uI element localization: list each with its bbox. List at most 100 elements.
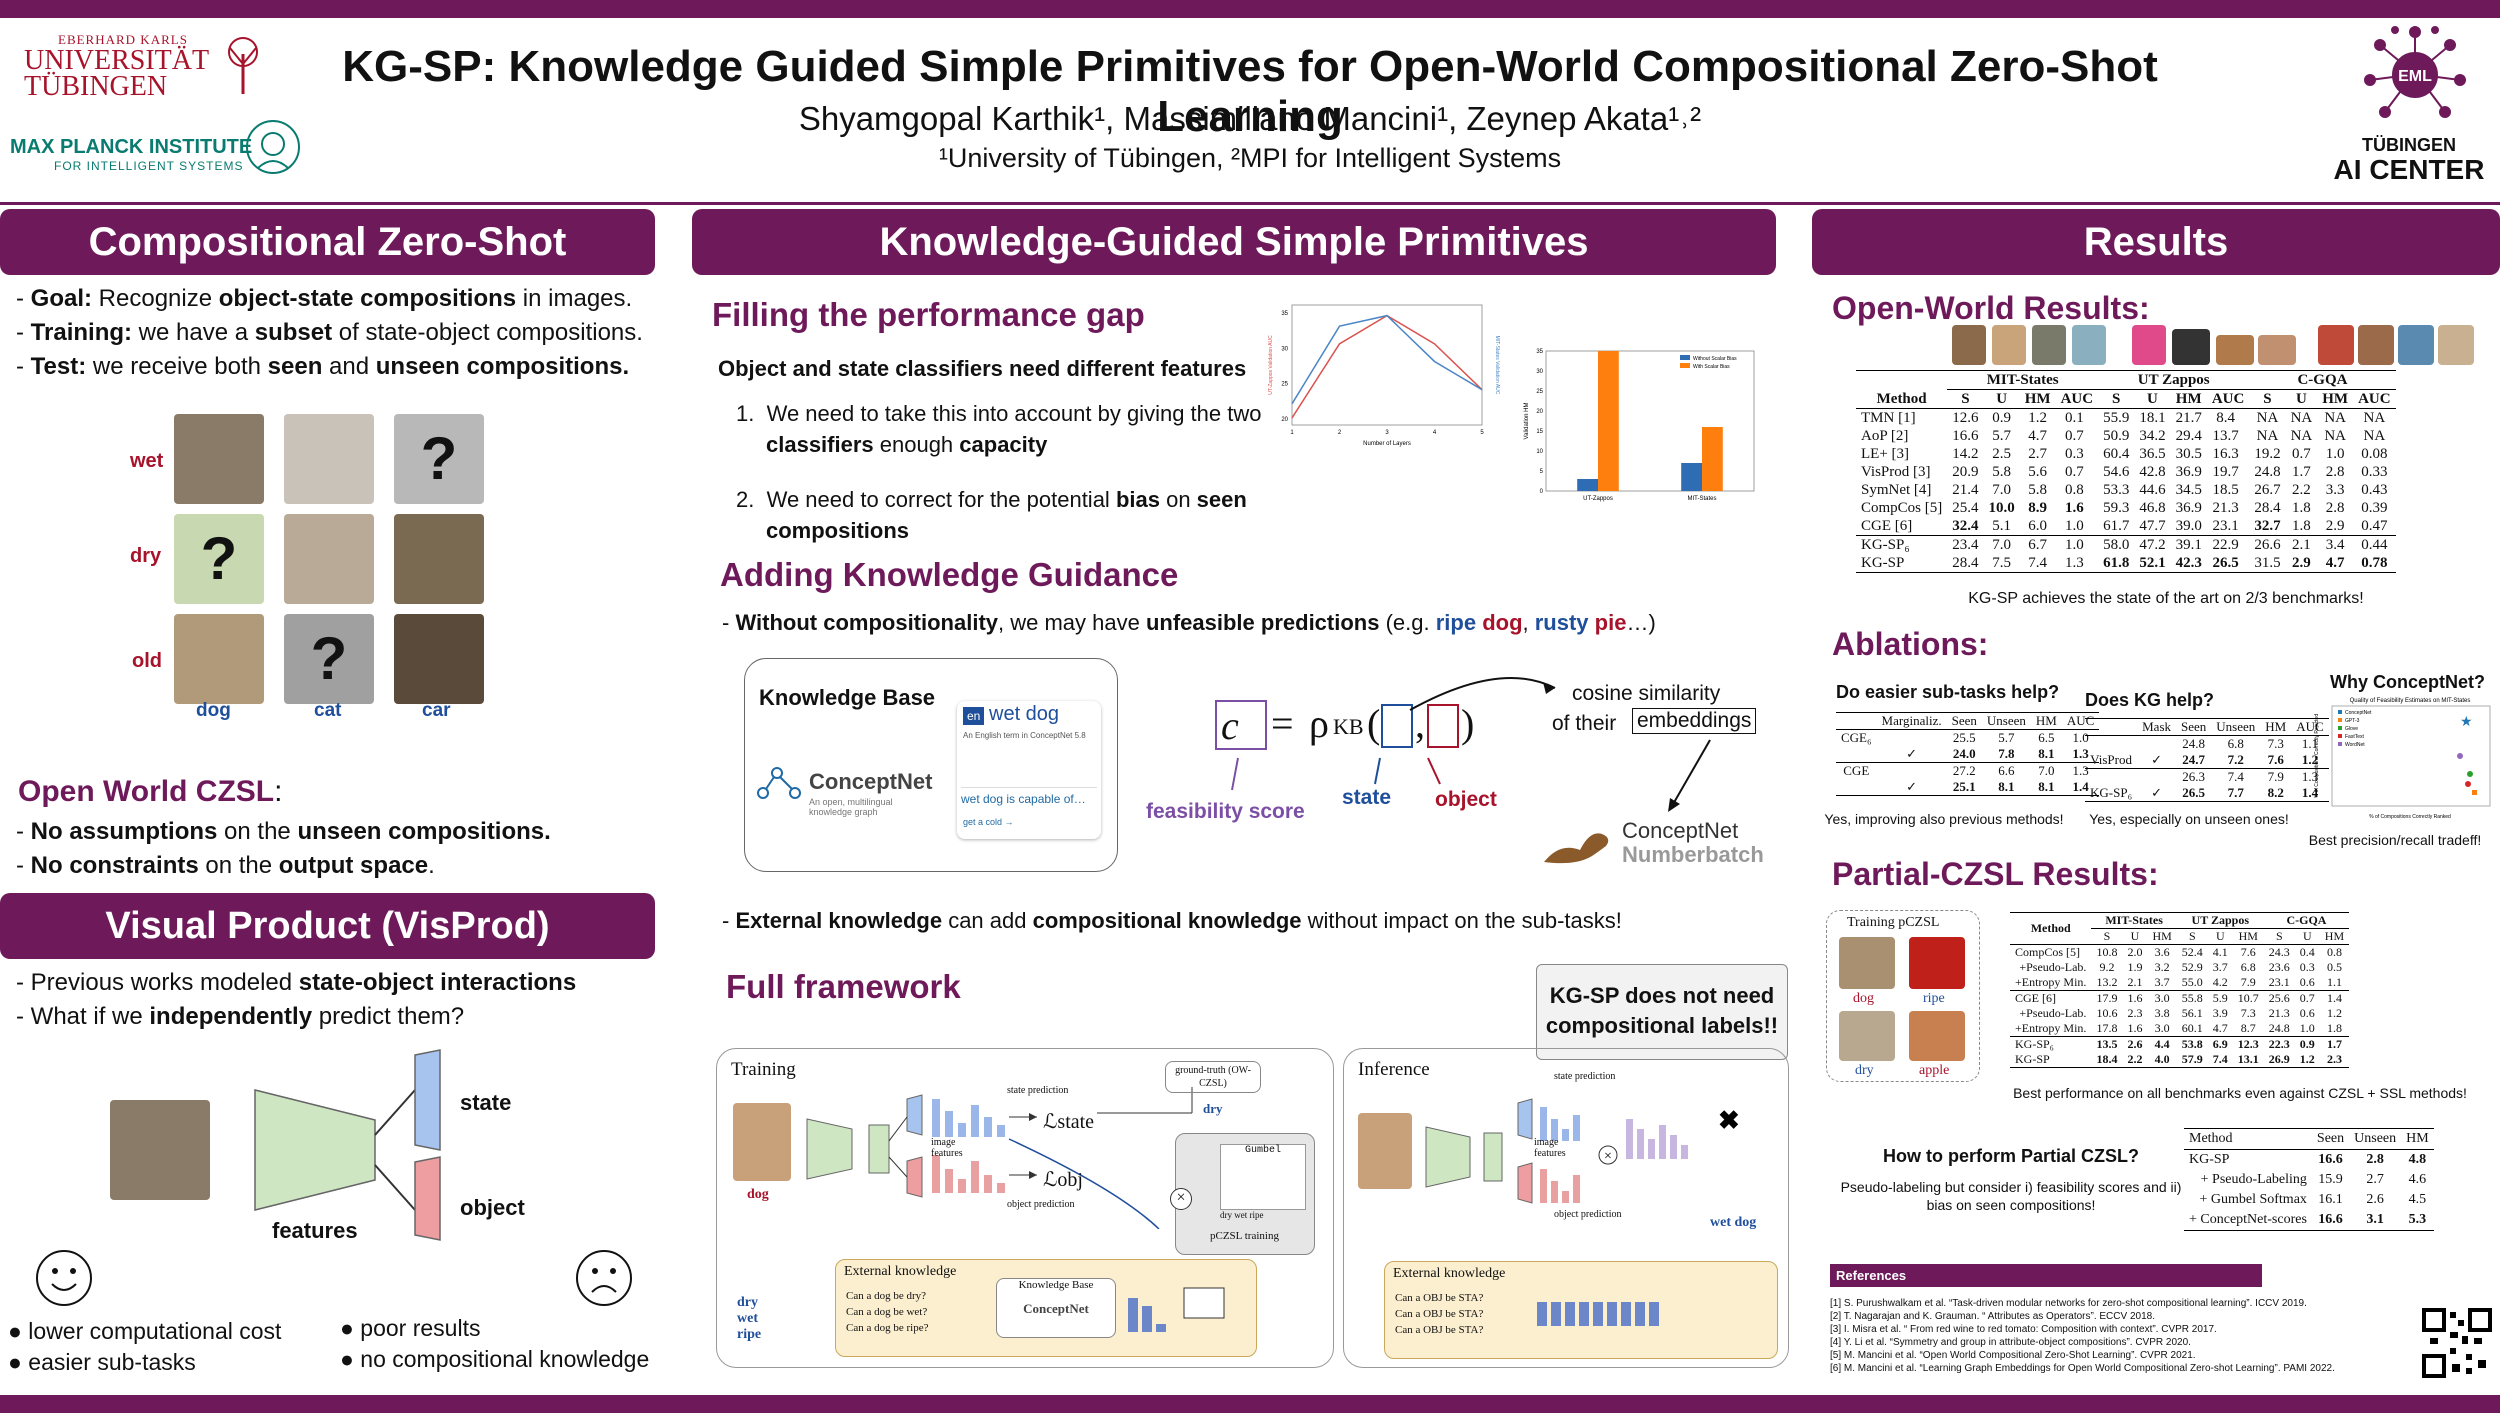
table-cell: 24.8 xyxy=(2268,1021,2290,1035)
table-cell: 2.6 xyxy=(2366,1192,2384,1207)
table-cell: AoP [2] xyxy=(1861,428,1909,444)
table-cell: 3.0 xyxy=(2154,1021,2170,1035)
ow-czsl-title: Open World CZSL: xyxy=(18,775,283,808)
thumb xyxy=(1952,325,1986,365)
table-cell: 2.2 xyxy=(2292,482,2311,498)
table-cell: 23.1 xyxy=(2212,518,2239,534)
main-col-hdr: AUC xyxy=(2211,391,2245,407)
feasibility-label: feasibility score xyxy=(1146,800,1305,823)
feature-extractor-shape xyxy=(254,1089,376,1211)
references-list: [1] S. Purushwalkam et al. “Task-driven … xyxy=(1830,1297,2500,1375)
table-cell: 2.0 xyxy=(2127,945,2143,959)
table-cell: 1.8 xyxy=(2292,518,2311,534)
conceptnet-name: ConceptNet xyxy=(809,769,933,794)
pros-list: ● lower computational cost ● easier sub-… xyxy=(8,1316,281,1378)
pc-col-hdr: U xyxy=(2215,929,2225,943)
table-cell: 4.0 xyxy=(2154,1052,2170,1066)
table-cell: 1.9 xyxy=(2127,960,2143,974)
table-cell: 42.8 xyxy=(2139,464,2166,480)
table-cell: 7.8 xyxy=(1998,746,2015,761)
feasibility-bars xyxy=(1128,1287,1225,1332)
table-cell: 8.1 xyxy=(2038,746,2055,761)
table-cell: 47.2 xyxy=(2139,537,2166,553)
table-cell: 1.0 xyxy=(2325,446,2345,462)
bar-y-tick: 25 xyxy=(1536,389,1543,395)
table-cell: 0.1 xyxy=(2064,410,2084,426)
table-cell: 21.7 xyxy=(2175,410,2202,426)
inference-dog-image xyxy=(1358,1113,1412,1189)
pro-item: ● easier sub-tasks xyxy=(8,1349,196,1375)
ablations-title: Ablations: xyxy=(1832,626,1989,662)
table-cell: 8.2 xyxy=(2267,785,2284,800)
table-cell: 5.9 xyxy=(2212,991,2228,1005)
state-label: state xyxy=(1342,786,1392,809)
inf-state-pred: state prediction xyxy=(1554,1071,1616,1082)
thumb xyxy=(2438,325,2474,365)
table-cell: 0.3 xyxy=(2064,446,2084,462)
table-cell: 25.5 xyxy=(1952,730,1976,745)
test-line: - Test: we receive both seen and unseen … xyxy=(16,353,630,380)
conceptnet-subtitle: An open, multilingual knowledge graph xyxy=(809,797,893,817)
bar-y-tick: 5 xyxy=(1540,469,1544,475)
table-cell: 39.0 xyxy=(2175,518,2202,534)
table-cell: 6.9 xyxy=(2212,1037,2228,1051)
thumb xyxy=(2072,325,2106,365)
pc-col-hdr: HM xyxy=(2238,929,2258,943)
pc-col-hdr: S xyxy=(2188,929,2196,943)
abl3-legend: GPT-3 xyxy=(2345,718,2360,724)
abl3-legend: ConceptNet xyxy=(2345,710,2372,716)
smiley-happy-icon xyxy=(36,1250,92,1306)
thumb xyxy=(2318,325,2354,365)
ow-results-title: Open-World Results: xyxy=(1832,290,2150,326)
table-cell: 60.4 xyxy=(2103,446,2130,462)
object-label-car: car xyxy=(422,700,451,721)
pc-col-hdr: S xyxy=(2103,929,2111,943)
thumb xyxy=(2172,329,2210,365)
gumbel-label: Gumbel xyxy=(1244,1145,1281,1156)
table-cell: 7.0 xyxy=(1992,537,2012,553)
abl2-question: Does KG help? xyxy=(2085,690,2215,710)
table-cell: 16.6 xyxy=(1952,428,1979,444)
img-dry-dog-unknown: ? xyxy=(174,514,264,604)
abl-hdr: HM xyxy=(2035,713,2057,728)
vp-line-1: - Previous works modeled state-object in… xyxy=(16,969,577,996)
table-cell: 1.0 xyxy=(2064,518,2084,534)
object-label-dog: dog xyxy=(196,700,231,721)
table-cell: 0.5 xyxy=(2326,960,2342,974)
table-cell: 14.2 xyxy=(1952,446,1979,462)
visprod-object-label: object xyxy=(460,1195,525,1220)
table-cell: 34.2 xyxy=(2139,428,2166,444)
inference-flow: × ✖ xyxy=(1425,1098,1740,1204)
logo-tue-big2: TÜBINGEN xyxy=(24,71,168,102)
visprod-state-label: state xyxy=(460,1090,512,1115)
table-cell: 60.1 xyxy=(2181,1021,2203,1035)
table-cell: 6.0 xyxy=(2028,518,2048,534)
img-old-car xyxy=(394,614,484,704)
smiley-sad-icon xyxy=(576,1250,632,1306)
abl3-xlabel: % of Compositions Correctly Ranked xyxy=(2369,814,2451,820)
table-cell: 3.7 xyxy=(2212,960,2228,974)
visprod-diagram xyxy=(110,1049,441,1241)
table-cell: 1.6 xyxy=(2127,991,2143,1005)
state-symbol-box xyxy=(1381,704,1413,748)
pczsl-img-ripe-apple xyxy=(1909,1011,1965,1061)
table-cell: 0.6 xyxy=(2299,1006,2315,1020)
img-wet-cat xyxy=(284,414,374,504)
table-cell: KG-SP xyxy=(2015,1052,2050,1066)
cn-term: wet dog xyxy=(989,703,1060,725)
how-hdr: Method xyxy=(2189,1131,2233,1146)
thumb xyxy=(2398,325,2434,365)
table-cell: 36.9 xyxy=(2175,464,2202,480)
table-cell: 52.9 xyxy=(2181,960,2203,974)
link-object xyxy=(374,1164,416,1211)
table-cell: 6.5 xyxy=(2038,730,2055,745)
kb-title: Knowledge Base xyxy=(759,685,936,710)
table-cell: 58.0 xyxy=(2103,537,2130,553)
table-cell: NA xyxy=(2290,410,2313,426)
